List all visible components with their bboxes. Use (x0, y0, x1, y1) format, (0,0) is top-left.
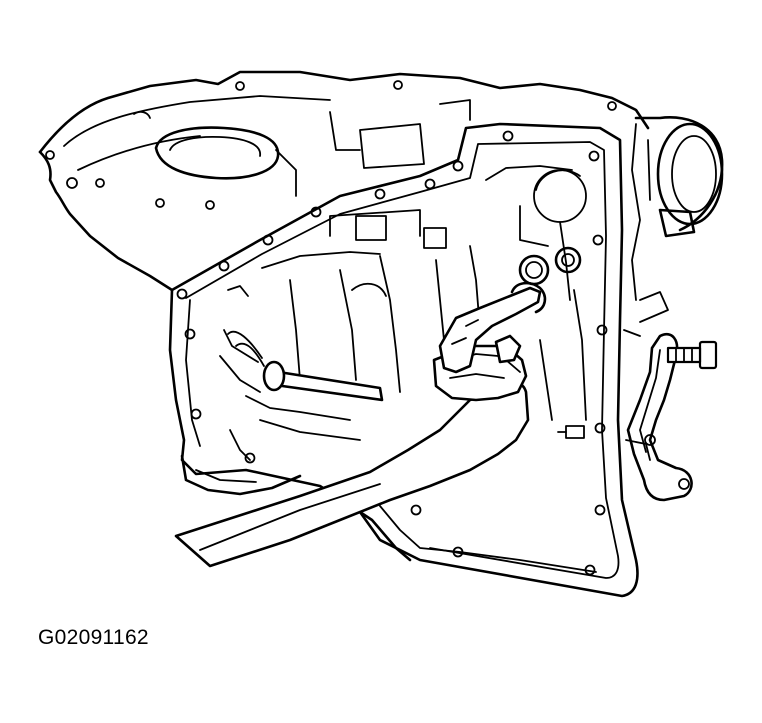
transaxle-case (168, 122, 639, 598)
figure-code: G02091162 (38, 626, 149, 649)
lower-cover (180, 454, 302, 496)
output-housing (623, 116, 724, 461)
bracket-assembly (626, 333, 718, 502)
bell-housing (38, 70, 650, 292)
hand-with-tool (174, 281, 547, 568)
extension-bar (227, 330, 384, 402)
